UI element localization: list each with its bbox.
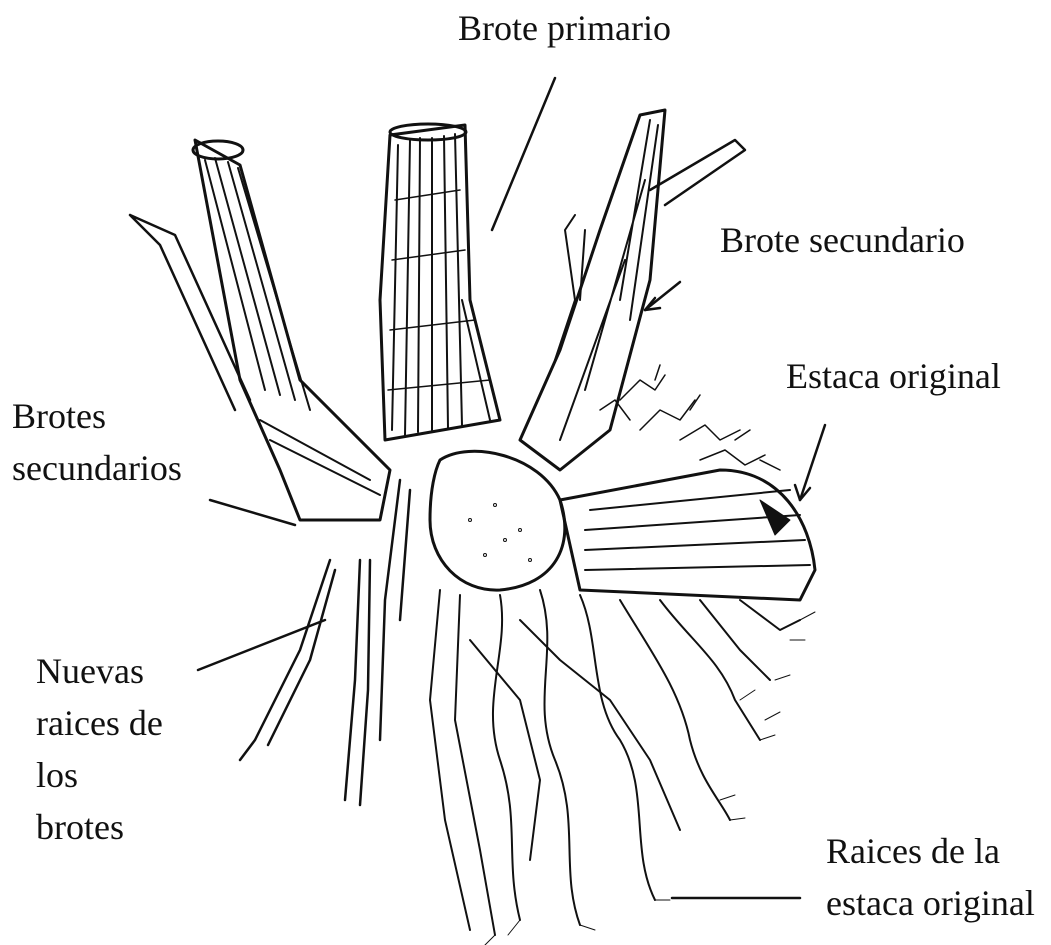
right-secondary-shoot	[520, 110, 745, 470]
primary-shoot	[380, 124, 500, 440]
label-nuevas-raices-line1: Nuevas	[36, 645, 144, 697]
root-hairs	[485, 612, 815, 945]
label-brotes-secundarios-line1: Brotes	[12, 390, 106, 442]
label-nuevas-raices-line4: brotes	[36, 801, 124, 853]
original-cutting	[560, 470, 815, 600]
shoot-base	[430, 451, 565, 590]
leader-lines	[198, 78, 825, 898]
label-raices-estaca-line1: Raices de la	[826, 825, 1000, 877]
leader-nuevas-raices	[198, 620, 325, 670]
leader-estaca-original	[800, 425, 825, 500]
label-brote-primario: Brote primario	[458, 2, 671, 54]
upper-rootlets	[600, 365, 780, 470]
label-nuevas-raices-line3: los	[36, 749, 78, 801]
leader-brote-primario	[492, 78, 555, 230]
label-estaca-original: Estaca original	[786, 350, 1001, 402]
label-brotes-secundarios-line2: secundarios	[12, 442, 182, 494]
leader-brotes-secundarios	[210, 500, 295, 525]
leader-brote-secundario	[645, 282, 680, 310]
cutting-roots	[430, 590, 800, 935]
label-raices-estaca-line2: estaca original	[826, 877, 1035, 929]
label-nuevas-raices-line2: raices de	[36, 697, 163, 749]
label-brote-secundario: Brote secundario	[720, 214, 965, 266]
